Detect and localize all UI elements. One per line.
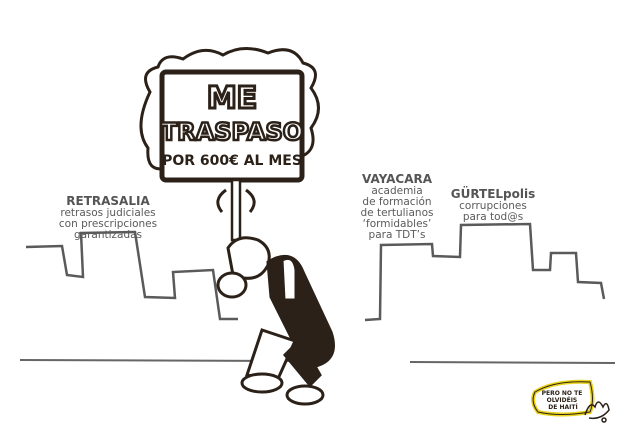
svg-text:PERO NO TE OLVIDÉIS: PERO NO TE OLVIDÉIS DE HAITÍ (542, 390, 585, 411)
sign-line3: POR 600€ AL MES (162, 153, 302, 169)
sign-line1: ME (207, 81, 257, 116)
ground-right (409, 361, 616, 364)
building-label-vayacara: VAYACARA academia de formación de tertul… (352, 173, 442, 241)
badge-line1: PERO NO TE (542, 390, 583, 397)
signature (584, 401, 610, 423)
sign-line2: TRASPASO (161, 118, 303, 146)
badge-line2: OLVIDÉIS (547, 396, 578, 404)
haiti-badge: PERO NO TE OLVIDÉIS DE HAITÍ (531, 379, 595, 417)
badge-line3: DE HAITÍ (548, 403, 578, 411)
building-name: RETRASALIA (66, 194, 150, 208)
building-label-retrasalia: RETRASALIA retrasos judiciales con presc… (48, 195, 168, 241)
character (216, 236, 335, 406)
skyline-left (25, 230, 238, 321)
skyline-right (364, 222, 606, 322)
building-name: GÜRTELpolis (450, 187, 536, 201)
building-name: VAYACARA (361, 172, 433, 186)
sign: ME TRASPASO POR 600€ AL MES (139, 47, 320, 242)
building-label-gurtelpolis: GÜRTELpolis corrupciones para tod@s (448, 188, 538, 223)
